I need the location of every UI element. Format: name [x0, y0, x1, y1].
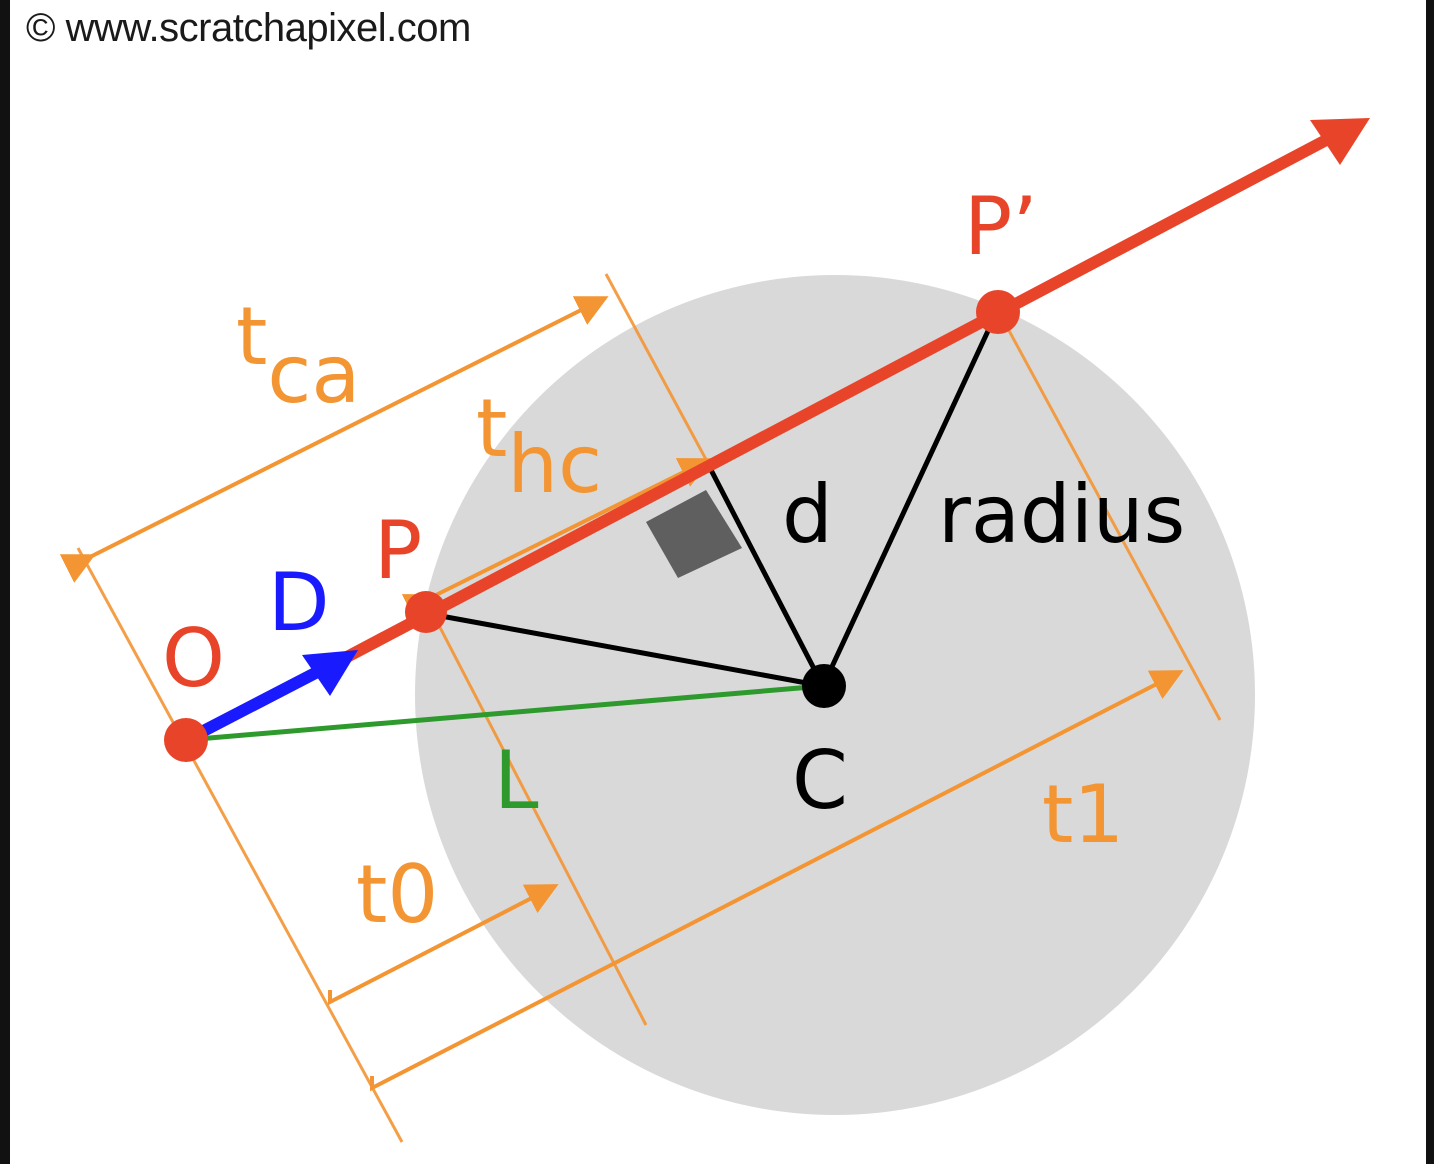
t0-dimension-arrow — [328, 884, 559, 1006]
right-angle-marker — [646, 490, 742, 578]
label-radius: radius — [938, 468, 1185, 561]
label-p: P — [374, 504, 422, 597]
tca-dimension-arrow — [59, 296, 609, 583]
direction-vector-line — [187, 662, 328, 744]
label-t-hc: thc — [476, 382, 602, 511]
copyright-text: © www.scratchapixel.com — [26, 6, 471, 50]
label-p-prime: P’ — [964, 180, 1038, 273]
label-c: C — [792, 734, 848, 827]
segment-d — [707, 466, 826, 688]
vector-l-line — [185, 683, 824, 743]
label-t0: t0 — [356, 848, 438, 941]
hit-point-p-prime — [976, 290, 1020, 334]
center-point — [802, 664, 846, 708]
direction-vector-arrowhead — [302, 650, 358, 696]
hit-point-p — [405, 591, 447, 633]
extension-line-origin — [76, 547, 404, 1143]
label-l: L — [494, 734, 539, 827]
ray-line — [342, 132, 1333, 664]
segment-p-to-c — [429, 611, 824, 689]
label-t-ca: tca — [236, 290, 360, 421]
ray-arrowhead — [1310, 118, 1370, 165]
t1-dimension-arrow — [370, 670, 1184, 1092]
thc-dimension-arrow — [401, 458, 712, 623]
segment-radius — [820, 316, 997, 688]
extension-line-pprime — [998, 313, 1222, 721]
label-d-vector: D — [268, 556, 330, 649]
extension-line-p — [430, 611, 648, 1026]
origin-point — [164, 718, 208, 762]
label-distance-d: d — [782, 468, 833, 561]
extension-line-tca — [604, 273, 718, 479]
label-t1: t1 — [1042, 768, 1124, 861]
label-o: O — [162, 612, 225, 705]
